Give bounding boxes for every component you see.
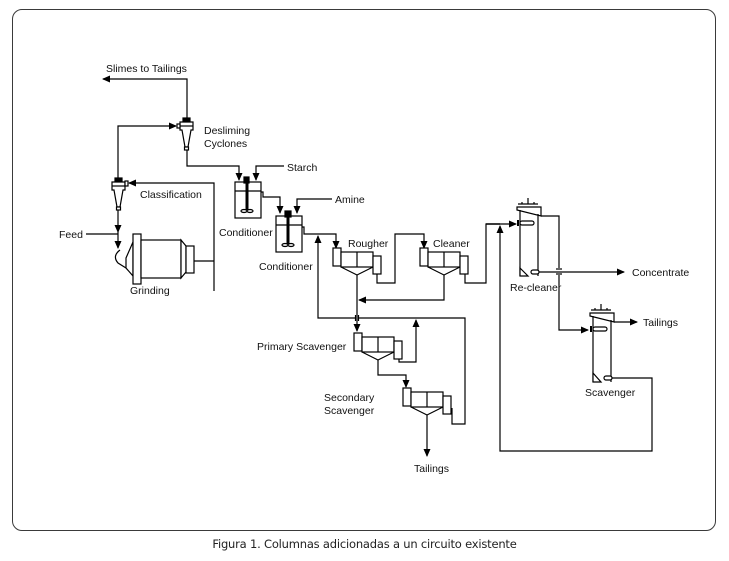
label-cyclones: Cyclones [204,138,247,150]
label-amine: Amine [335,194,365,206]
label-concentrate: Concentrate [632,267,689,279]
label-grinding: Grinding [130,285,170,297]
label-rougher: Rougher [348,238,389,250]
label-re-cleaner: Re-cleaner [510,282,562,294]
re-cleaner-column-unit [516,198,542,277]
slimes-stream [102,75,188,118]
re-cleaner-tailings-stream [541,215,560,268]
label-feed: Feed [59,229,83,241]
scavenger-column-recycle-stream [496,225,653,452]
classification-cyclone-unit [111,177,129,211]
label-starch: Starch [287,162,318,174]
label-desliming: Desliming [204,125,250,137]
scavenger-column-unit [589,304,615,383]
label-classification: Classification [140,189,202,201]
amine-stream [293,198,332,214]
conditioner-1-outlet-stream [261,191,284,214]
label-primary-scavenger: Primary Scavenger [257,341,347,353]
desliming-cyclone-unit [176,117,194,151]
secondary-scavenger-unit [402,387,452,416]
conditioner-2-unit [275,210,303,253]
label-secondary: Secondary [324,392,375,404]
conditioner-1-unit [234,176,262,219]
label-scavenger-secondary: Scavenger [324,405,375,417]
mill-discharge-stream [128,179,215,291]
grinding-mill-unit [114,233,195,285]
conditioner-2-outlet-stream [302,226,340,249]
label-cleaner: Cleaner [433,238,470,250]
classification-overflow-stream [117,122,177,181]
rougher-unit [332,247,382,276]
label-tailings-bottom: Tailings [414,463,449,475]
figure-frame [12,9,716,531]
label-scavenger-column: Scavenger [585,387,636,399]
cleaner-concentrate-stream [464,223,500,284]
figure-caption: Figura 1. Columnas adicionadas a un circ… [212,537,517,551]
scavenger-recycle-stream [314,235,355,319]
primary-scavenger-unit [353,332,403,361]
primary-scavenger-tailings-stream [377,360,410,388]
label-conditioner-2: Conditioner [259,261,313,273]
label-conditioner-1: Conditioner [219,227,273,239]
primary-scavenger-concentrate-stream [398,319,420,363]
label-slimes-to-tailings: Slimes to Tailings [106,63,187,75]
cleaner-tailings-stream [358,275,445,304]
rougher-concentrate-stream [376,233,428,284]
deslimed-stream [186,150,243,181]
label-tailings-right: Tailings [643,317,678,329]
cleaner-unit [419,247,469,276]
starch-stream [252,165,284,181]
